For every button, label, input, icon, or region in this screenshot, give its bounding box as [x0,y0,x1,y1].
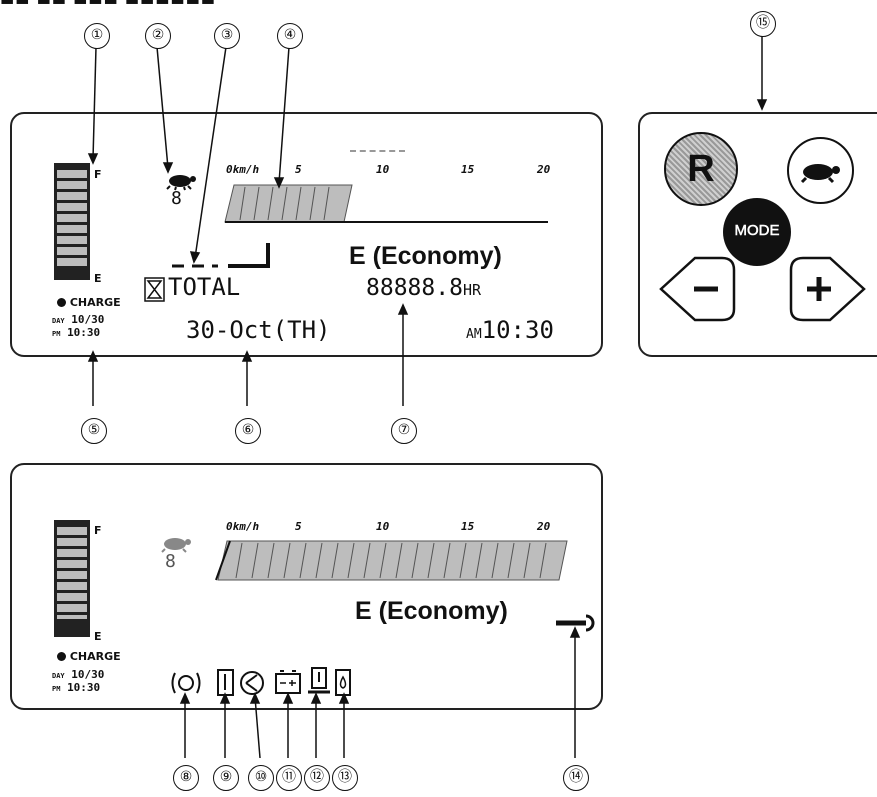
speed-unit-label: 0km/h [226,163,260,176]
scale-tick-10: 10 [376,520,390,533]
callout-8: ⑧ [173,765,199,791]
total-label: TOTAL [168,273,241,301]
turtle-button[interactable] [787,137,854,204]
bottom-display-panel [10,463,603,710]
speed-level: 8 [171,188,182,209]
battery-empty-label: E [94,272,102,285]
clock-value: 10:30 [481,316,554,344]
battery-full-label: F [94,168,102,181]
charge-label: CHARGE [69,296,121,309]
day-label: DAY [52,317,65,325]
speed-scale-dashes [350,150,405,154]
time-readout: PM 10:30 [52,681,100,694]
header-title: ▬▬ ▬▬ ▬▬▬ ▬▬▬▬▬▬ [0,0,216,9]
day-readout: DAY 10/30 [52,668,104,681]
charge-dot-icon [57,652,66,661]
time-prefix: PM [52,685,61,693]
scale-tick-20: 20 [537,520,551,533]
callout-10: ⑩ [248,765,274,791]
battery-gauge [54,163,90,280]
callout-12: ⑫ [304,765,330,791]
mode-button[interactable]: MODE [723,198,791,266]
mode-button-label: MODE [734,222,780,240]
callout-1: ① [84,23,110,49]
battery-full-label: F [94,524,102,537]
callout-5: ⑤ [81,418,107,444]
callout-14: ⑭ [563,765,589,791]
hours-unit: HR [462,281,481,299]
clock-readout: AM10:30 [466,316,554,344]
scale-tick-15: 15 [461,520,475,533]
callout-3: ③ [214,23,240,49]
callout-6: ⑥ [235,418,261,444]
r-button-label: R [687,148,715,190]
top-display-panel [10,112,603,357]
scale-tick-20: 20 [537,163,551,176]
battery-empty-label: E [94,630,102,643]
date-readout: 30-Oct(TH) [186,316,331,344]
callout-13: ⑬ [332,765,358,791]
clock-prefix: AM [466,327,482,342]
charge-indicator: CHARGE [57,650,121,663]
mode-label: E (Economy) [349,242,502,270]
scale-tick-15: 15 [461,163,475,176]
time-value: 10:30 [67,326,101,339]
callout-15: ⑮ [750,11,776,37]
scale-tick-5: 5 [295,520,302,533]
speed-unit-label: 0km/h [226,520,260,533]
r-button[interactable]: R [664,132,738,206]
day-label: DAY [52,672,65,680]
speed-level: 8 [165,551,176,572]
hours-readout: 88888.8HR [366,275,481,301]
turtle-button-icon [800,164,840,184]
charge-dot-icon [57,298,66,307]
callout-9: ⑨ [213,765,239,791]
hours-value: 88888.8 [366,275,463,301]
battery-gauge [54,520,90,637]
scale-tick-10: 10 [376,163,390,176]
time-value: 10:30 [67,681,101,694]
callout-11: ⑪ [276,765,302,791]
callout-2: ② [145,23,171,49]
day-value: 10/30 [71,313,105,326]
charge-label: CHARGE [69,650,121,663]
time-readout: PM 10:30 [52,326,100,339]
day-readout: DAY 10/30 [52,313,104,326]
mode-label: E (Economy) [355,597,508,625]
charge-indicator: CHARGE [57,296,121,309]
day-value: 10/30 [71,668,105,681]
callout-7: ⑦ [391,418,417,444]
scale-tick-5: 5 [295,163,302,176]
time-prefix: PM [52,330,61,338]
callout-4: ④ [277,23,303,49]
